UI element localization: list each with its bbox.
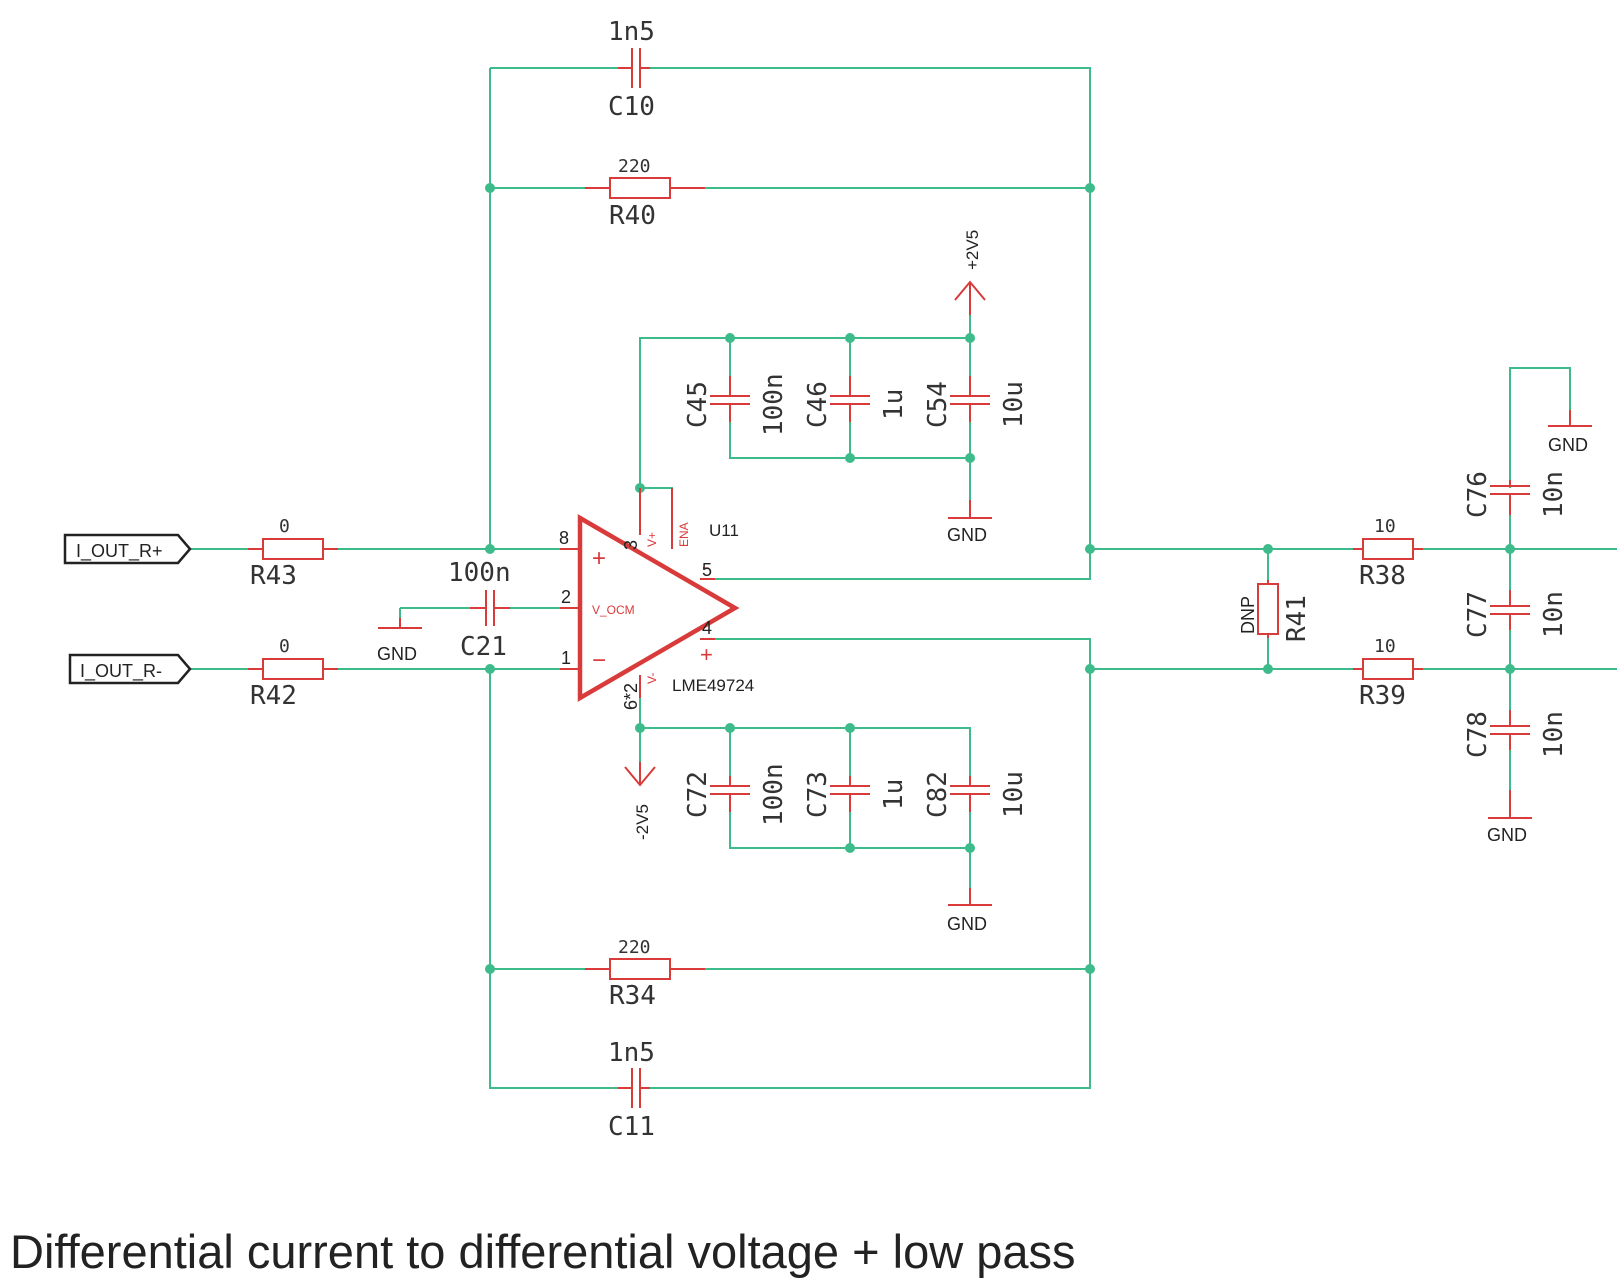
opamp-plus-sign: + xyxy=(592,545,606,572)
capacitor-c45: C45 100n xyxy=(683,373,789,436)
resistor-r42: 0 R42 xyxy=(248,636,338,711)
r42-name: R42 xyxy=(250,681,297,711)
port-i-out-r-plus: I_OUT_R+ xyxy=(63,533,192,565)
opamp-out-minus-sign: - xyxy=(702,554,709,579)
capacitor-c82: C82 10u xyxy=(923,771,1029,818)
r43-name: R43 xyxy=(250,561,297,591)
opamp-name: U11 xyxy=(709,521,739,540)
opamp-minus-sign: − xyxy=(592,647,606,674)
capacitor-c21: 100n C21 xyxy=(448,558,511,662)
r34-value: 220 xyxy=(618,937,651,958)
c11-name: C11 xyxy=(608,1112,655,1142)
gnd-label: GND xyxy=(947,914,987,934)
capacitor-c72: C72 100n xyxy=(683,763,789,826)
capacitor-c77: C77 10n xyxy=(1463,590,1569,638)
pin-2-label: 2 xyxy=(561,587,571,607)
port-label: I_OUT_R- xyxy=(80,661,162,682)
resistor-r39: 10 R39 xyxy=(1353,636,1423,711)
c72-value: 100n xyxy=(759,763,789,826)
pin-6-2-label: 6*2 xyxy=(621,683,641,710)
c82-value: 10u xyxy=(999,771,1029,818)
pin-4-label: 4 xyxy=(702,618,712,638)
gnd-label: GND xyxy=(377,644,417,664)
opamp-out-plus-sign: + xyxy=(700,642,713,667)
resistor-r38: 10 R38 xyxy=(1353,516,1423,591)
c76-name: C76 xyxy=(1463,471,1493,518)
r41-name: R41 xyxy=(1282,595,1312,642)
c76-value: 10n xyxy=(1539,471,1569,518)
capacitor-c76: C76 10n xyxy=(1463,471,1569,518)
power-neg-symbol: -2V5 xyxy=(624,762,656,840)
c10-name: C10 xyxy=(608,92,655,122)
opamp-value: LME49724 xyxy=(672,676,754,695)
pin-3-label: 3 xyxy=(621,540,641,550)
resistor-r34: 220 R34 xyxy=(585,937,705,1011)
r39-value: 10 xyxy=(1374,636,1396,657)
capacitor-c11: 1n5 C11 xyxy=(608,1038,655,1142)
c54-name: C54 xyxy=(923,381,953,428)
opamp-vplus-label: V+ xyxy=(645,532,659,547)
port-label: I_OUT_R+ xyxy=(76,541,163,562)
resistor-r43: 0 R43 xyxy=(248,516,338,591)
r38-value: 10 xyxy=(1374,516,1396,537)
gnd-label: GND xyxy=(1548,435,1588,455)
gnd-symbol-c76: GND xyxy=(1548,410,1592,455)
c46-name: C46 xyxy=(803,381,833,428)
c72-name: C72 xyxy=(683,771,713,818)
resistor-r40: 220 R40 xyxy=(585,156,705,231)
gnd-symbol-c78: GND xyxy=(1487,790,1532,845)
r40-value: 220 xyxy=(618,156,651,177)
opamp-vocm-label: V_OCM xyxy=(592,603,635,617)
capacitor-c46: C46 1u xyxy=(803,376,909,428)
gnd-label: GND xyxy=(947,525,987,545)
schematic-title: Differential current to differential vol… xyxy=(10,1225,1076,1278)
gnd-symbol-vocm: GND xyxy=(377,618,422,664)
junctions xyxy=(485,183,1515,974)
r38-name: R38 xyxy=(1359,561,1406,591)
power-pos-label: +2V5 xyxy=(963,230,982,270)
capacitor-c78: C78 10n xyxy=(1463,710,1569,758)
pin-8-label: 8 xyxy=(559,528,569,548)
resistor-r41: DNP R41 xyxy=(1238,580,1312,642)
c78-name: C78 xyxy=(1463,711,1493,758)
c46-value: 1u xyxy=(879,389,909,420)
pin-1-label: 1 xyxy=(561,648,571,668)
opamp-vminus-label: V- xyxy=(645,673,659,684)
r41-value: DNP xyxy=(1238,596,1258,634)
c10-value: 1n5 xyxy=(608,17,655,47)
capacitor-c10: 1n5 C10 xyxy=(608,17,655,122)
gnd-symbol-bottom-decoupling: GND xyxy=(947,888,992,934)
c77-value: 10n xyxy=(1539,591,1569,638)
c73-name: C73 xyxy=(803,771,833,818)
port-i-out-r-minus: I_OUT_R- xyxy=(68,653,192,685)
c73-value: 1u xyxy=(879,779,909,810)
c45-value: 100n xyxy=(759,373,789,436)
c54-value: 10u xyxy=(999,381,1029,428)
opamp-ena-label: ENA xyxy=(677,522,691,547)
c82-name: C82 xyxy=(923,771,953,818)
r39-name: R39 xyxy=(1359,681,1406,711)
c45-name: C45 xyxy=(683,381,713,428)
r40-name: R40 xyxy=(609,201,656,231)
r43-value: 0 xyxy=(279,516,290,537)
c21-name: C21 xyxy=(460,632,507,662)
gnd-label: GND xyxy=(1487,825,1527,845)
capacitor-c73: C73 1u xyxy=(803,771,909,818)
c77-name: C77 xyxy=(1463,591,1493,638)
c78-value: 10n xyxy=(1539,711,1569,758)
gnd-symbol-top-decoupling: GND xyxy=(947,500,992,545)
r34-name: R34 xyxy=(609,981,656,1011)
power-neg-label: -2V5 xyxy=(633,804,652,840)
power-pos-symbol: +2V5 xyxy=(954,230,986,315)
c11-value: 1n5 xyxy=(608,1038,655,1068)
capacitor-c54: C54 10u xyxy=(923,376,1029,428)
c21-value: 100n xyxy=(448,558,511,588)
r42-value: 0 xyxy=(279,636,290,657)
pin-5-label: 5 xyxy=(702,560,712,580)
opamp-u11: + − V_OCM V+ ENA V- - + 8 2 1 3 6*2 5 4 … xyxy=(559,488,754,710)
